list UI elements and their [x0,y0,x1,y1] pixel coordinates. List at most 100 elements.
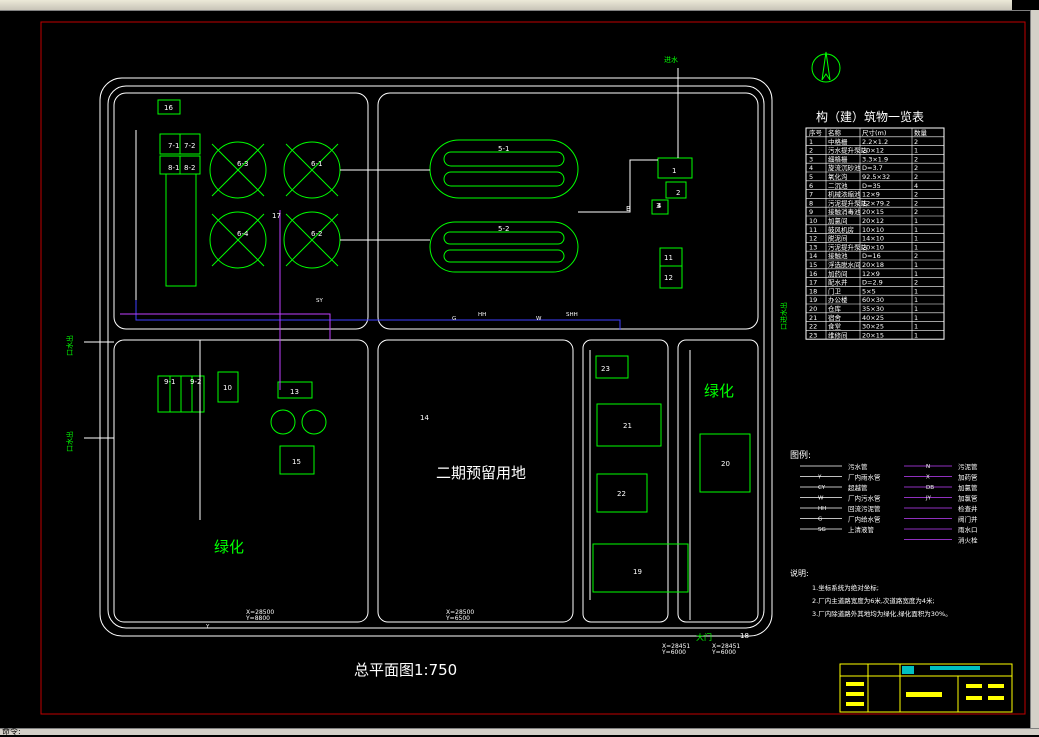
table-cell: 机械浓缩池 [828,190,861,199]
unit-2 [657,157,693,179]
table-cell: 2 [914,164,918,172]
unit-number: 16 [164,104,173,112]
table-cell: 污泥提升泵站 [828,242,868,251]
table-cell: 2 [914,191,918,199]
pipe-code-label: W [536,316,542,322]
legend-label: 厂内污水管 [848,494,881,503]
legend-symbol: JY [925,496,932,502]
table-cell: 1 [914,305,918,313]
table-cell: 20×10 [862,243,884,251]
area-label-reserve: 二期预留用地 [436,464,526,482]
unit-16 [157,99,181,115]
left-pipe-label: 口进水出 [779,302,788,330]
table-cell: 10 [809,217,817,225]
legend-symbol: SG [818,527,826,533]
unit-number: 18 [740,632,749,640]
table-cell: 1 [914,287,918,295]
unit-number: 1 [672,167,676,175]
table-cell: 3.3×1.9 [862,155,888,163]
unit-22 [596,473,648,513]
table-cell: 2 [914,138,918,146]
legend-label: 消火栓 [958,536,978,545]
unit-number: 3 [656,202,660,210]
table-cell: 1 [914,296,918,304]
drawing-border [40,21,1026,715]
table-cell: 1 [914,217,918,225]
legend-symbol: HH [818,506,826,512]
table-cell: 15 [809,261,817,269]
legend-label: 厂内给水管 [848,515,881,524]
legend-label: 雨水口 [958,525,978,534]
legend-title: 图例: [790,449,811,461]
note-line: 1.坐标系统为绝对坐标; [812,583,879,592]
area-label-green-left: 绿化 [214,538,244,556]
table-cell: 办公楼 [828,295,848,304]
structures [157,99,751,593]
unit-19 [592,543,689,593]
legend-symbol: G [818,517,822,523]
legend-symbol: W [818,496,824,502]
unit-13 [277,381,313,399]
table-cell: 浮选脱水间 [828,260,861,269]
coord-g: X=28451 [712,643,740,650]
command-prompt: 命令: [2,727,21,736]
pipe-code-label: G [452,316,456,322]
unit-number: 2 [676,189,680,197]
table-cell: 旋流沉砂池 [828,163,861,172]
unit-number: 6-3 [237,160,248,168]
legend-label: 检查井 [958,504,978,513]
site-outer-road-inner [107,85,765,629]
table-cell: 92.5×32 [862,173,890,181]
pipe-code-label: SY [316,298,323,304]
pipe-code-label: HH [478,312,486,318]
cad-drawing-canvas[interactable]: 二期预留用地 绿化 绿化 总平面图1:750 大门 X=28500 Y=8800… [0,0,1030,728]
gate-label: 大门 [696,632,712,642]
table-cell: 10×10 [862,226,884,234]
unit-3 [665,181,687,199]
unit-number: 8-2 [184,164,195,172]
site-outer-road [99,77,773,637]
table-cell: 3 [809,155,813,163]
unit-number: 5-2 [498,225,509,233]
table-title: 构（建）筑物一览表 [816,109,924,124]
table-cell: 4 [914,182,918,190]
table-cell: 12×9 [862,270,880,278]
table-cell: 1 [809,138,813,146]
table-cell: 20×12 [862,217,884,225]
legend-symbol: N [926,464,930,470]
table-cell: 2 [809,147,813,155]
table-cell: 4 [809,164,813,172]
unit-20 [699,433,751,493]
coord-a: X=28500 [246,609,274,616]
unit-number: 7-1 [168,142,179,150]
outlet-label-2: 口水出 [65,431,74,452]
table-cell: D=16 [862,252,881,260]
table-cell: 食堂 [828,322,842,331]
legend-symbol: Y [817,475,822,481]
legend-symbol: CY [818,485,826,491]
vertical-scrollbar[interactable] [1030,10,1039,728]
pipe-code-label: SHH [566,312,578,318]
table-cell: 维修间 [828,330,848,339]
legend-label: 超越管 [848,483,868,492]
table-cell: 20×18 [862,261,884,269]
table-cell: 5×5 [862,287,876,295]
area-label-green-right: 绿化 [704,382,734,400]
table-cell: 5 [809,173,813,181]
table-cell: 9 [809,208,813,216]
note-line: 2.厂内主道路宽度为6米,次道路宽度为4米; [812,596,935,605]
table-cell: 二沉池 [828,181,848,190]
table-cell: 19 [809,296,817,304]
legend-label: 污水管 [848,462,868,471]
unit-number: 8-1 [168,164,179,172]
command-line-bar[interactable]: 命令: [0,727,1039,736]
table-cell: 宿舍 [828,313,842,322]
block-lower-right-b [677,339,759,623]
table-cell: 2 [914,252,918,260]
table-cell: 1 [914,235,918,243]
table-cell: 12×79.2 [862,199,890,207]
table-header-cell: 名称 [828,128,842,137]
legend-label: 上清液管 [848,525,875,534]
